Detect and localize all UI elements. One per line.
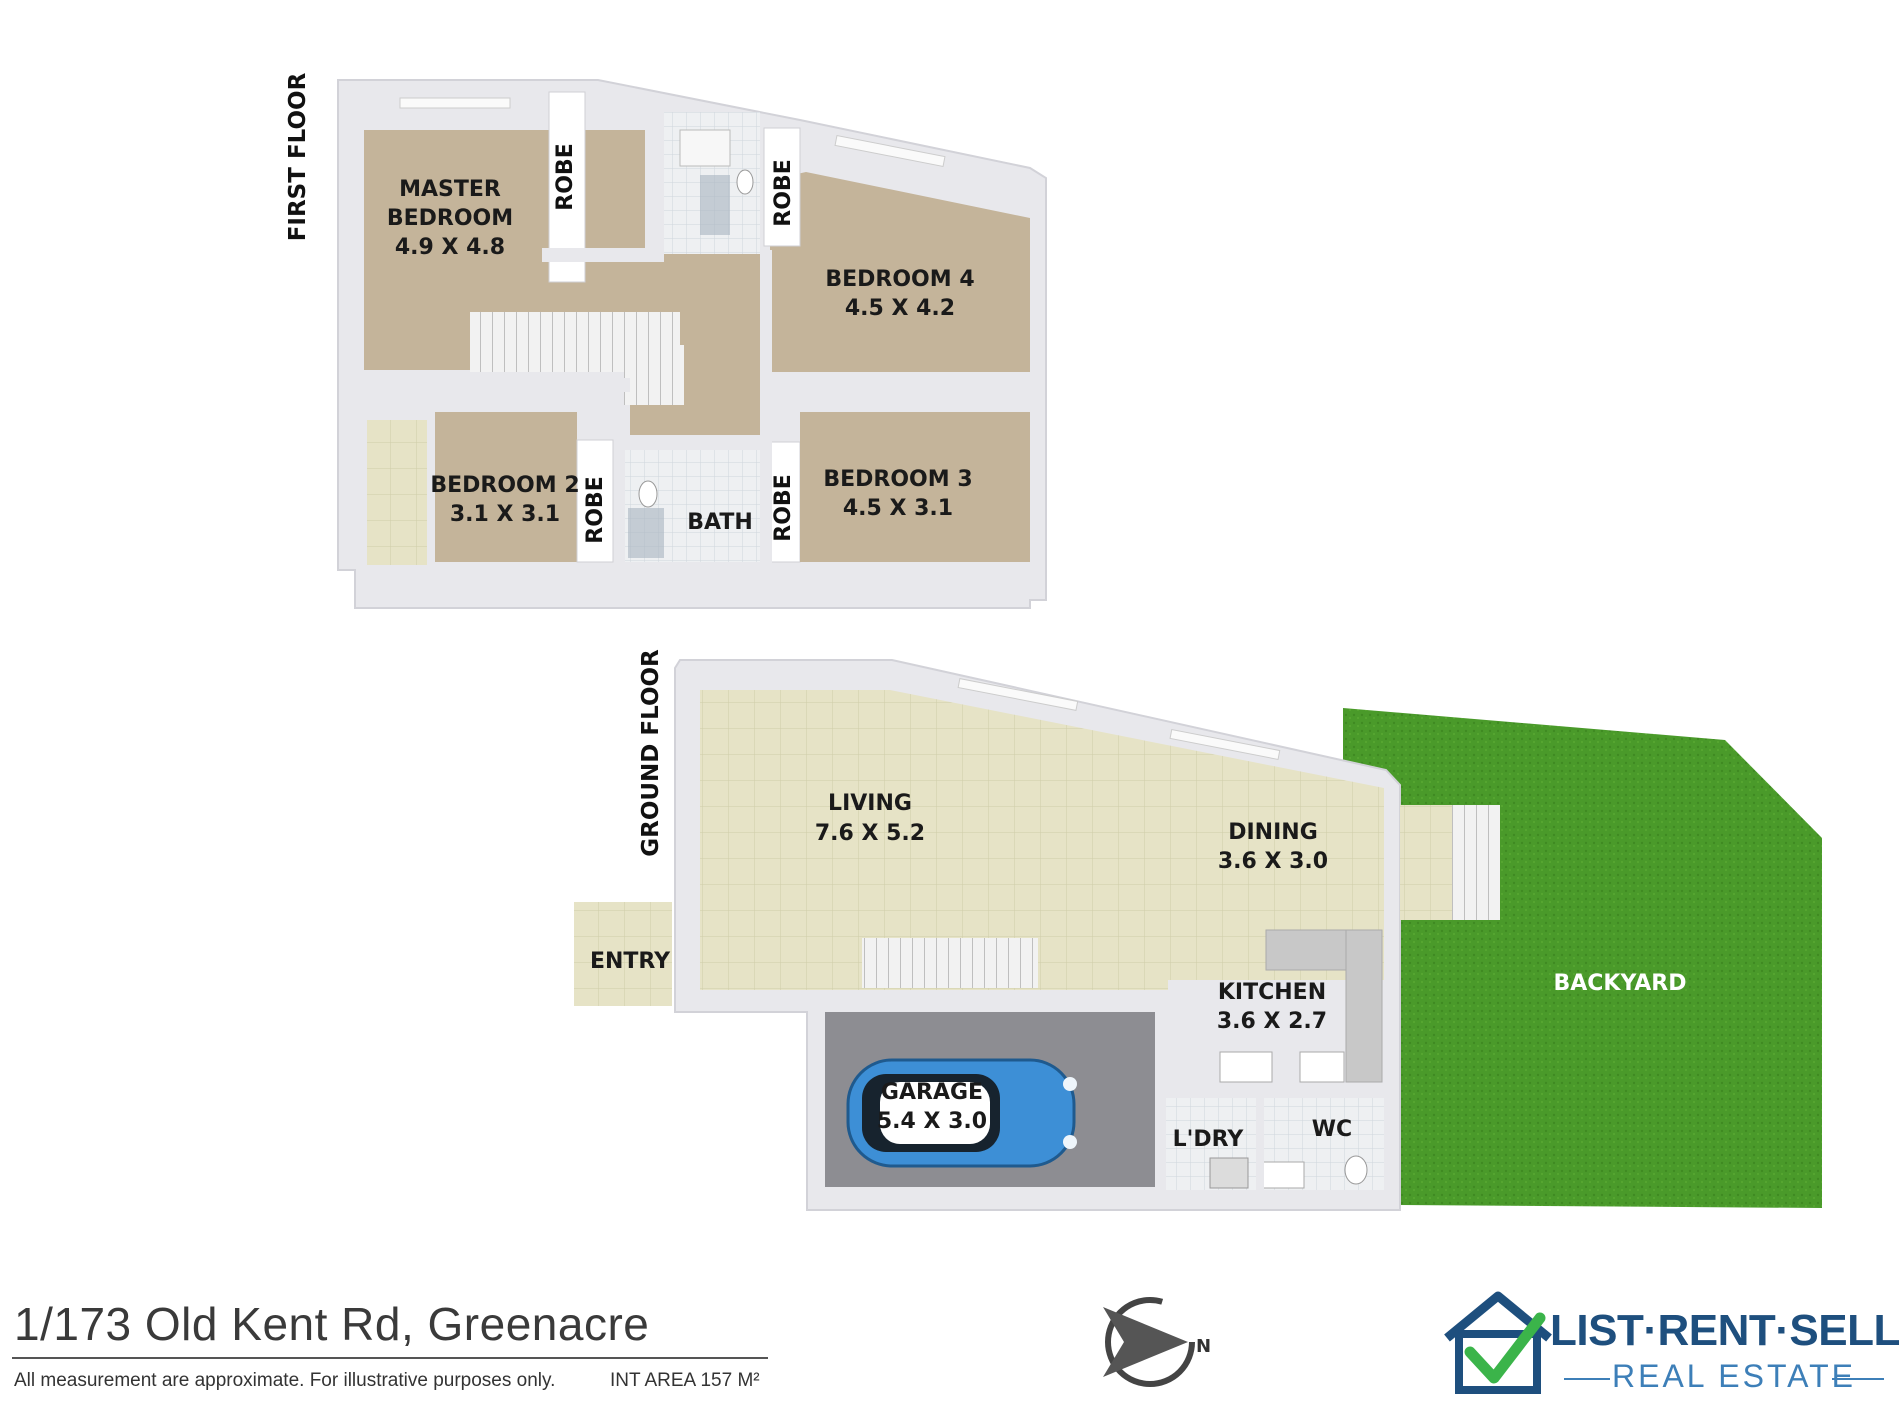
bedroom-4-robe [763,127,801,247]
dining-size: 3.6 X 3.0 [1218,849,1328,874]
garage-size: 5.4 X 3.0 [877,1109,987,1134]
window [957,678,1079,711]
shower [700,175,730,235]
robe-label-bedroom-3: ROBE [771,474,796,541]
dining-name: DINING [1228,820,1318,845]
entry-label: ENTRY [590,949,671,974]
backyard-lawn [1343,708,1822,1208]
window [1169,728,1281,760]
first-floor-plan: FIRST FLOOR MASTER BEDROOM 4.9 X 4.8 ROB… [285,72,1047,609]
car-icon [846,1058,1077,1168]
brand-house-icon [1444,1291,1552,1394]
toilet-icon [736,169,754,195]
wc-toilet-icon [1344,1155,1368,1185]
wc-basin [1261,1161,1305,1189]
footer-disclaimer: All measurement are approximate. For ill… [14,1370,556,1391]
fridge-space [1219,1051,1273,1083]
window [834,135,946,167]
robe-label-bedroom-2: ROBE [583,476,608,543]
living-dining-floor [700,690,1384,990]
rear-steps [1452,805,1500,920]
kitchen-size: 3.6 X 2.7 [1217,1009,1327,1034]
kitchen-name: KITCHEN [1218,980,1326,1005]
backyard-label: BACKYARD [1553,971,1686,996]
bedroom-2-floor [435,412,577,562]
bath-shower [628,508,664,558]
bath-label: BATH [687,510,753,535]
ground-floor-plan: GROUND FLOOR LIVING 7.6 X 5.2 DINING 3.6… [574,649,1822,1211]
balcony [367,420,427,565]
bedroom-4-size: 4.5 X 4.2 [845,296,955,321]
master-bedroom-size: 4.9 X 4.8 [395,235,505,260]
laundry-tub [1209,1157,1249,1189]
bedroom-2-name: BEDROOM 2 [430,473,579,498]
brand-rule-left [1564,1378,1610,1380]
vanity [679,129,731,167]
ground-floor-label: GROUND FLOOR [638,649,664,857]
first-floor-label: FIRST FLOOR [285,72,311,241]
bedroom-2-size: 3.1 X 3.1 [450,502,560,527]
bedroom-2-robe [576,439,614,563]
bedroom-4-name: BEDROOM 4 [825,267,974,292]
brand-rule-right [1832,1378,1884,1380]
entry-porch [574,902,672,1006]
footer-divider [12,1357,768,1359]
bedroom-3-floor [800,412,1030,562]
internal-area: INT AREA 157 M² [610,1370,760,1391]
master-bedroom-name-line1: MASTER [399,177,501,202]
brand-tagline: REAL ESTATE [1612,1358,1857,1394]
robe-label-master: ROBE [553,143,578,210]
rear-deck [1400,805,1452,920]
master-bedroom-name-line2: BEDROOM [387,206,513,231]
compass-letter: N [1196,1336,1211,1357]
bath-toilet-icon [638,480,658,508]
bedroom-4-floor [770,172,1030,372]
robe-label-bedroom-4: ROBE [771,159,796,226]
bedroom-3-size: 4.5 X 3.1 [843,496,953,521]
garage-name: GARAGE [881,1080,983,1105]
cooktop-icon [1299,1051,1345,1083]
wc-label: WC [1312,1117,1352,1142]
laundry-label: L'DRY [1173,1127,1245,1152]
living-name: LIVING [828,791,912,816]
brand-name: LIST·RENT·SELL [1550,1306,1900,1355]
bedroom-3-name: BEDROOM 3 [823,467,972,492]
ground-floor-stairs [862,938,1038,988]
compass-icon: N [1103,1297,1211,1387]
living-size: 7.6 X 5.2 [815,821,925,846]
kitchen-bench [1345,929,1383,1083]
property-address: 1/173 Old Kent Rd, Greenacre [14,1298,650,1350]
window [399,97,511,109]
